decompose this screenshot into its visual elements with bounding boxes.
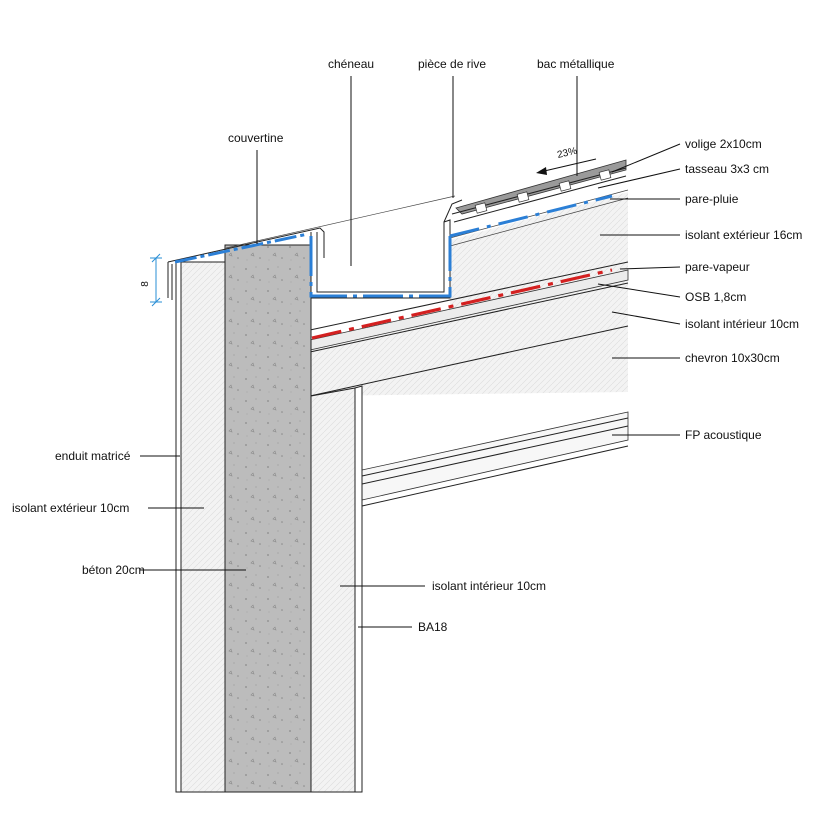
roof-insulation-interior	[310, 272, 628, 396]
label-volige: volige 2x10cm	[685, 137, 762, 151]
label-fp-acoustique: FP acoustique	[685, 428, 762, 442]
dimension-line	[150, 253, 162, 307]
wall-render	[175, 261, 182, 793]
leader-tasseau	[597, 168, 681, 189]
dimension-value: 8	[140, 281, 151, 287]
wall-concrete	[224, 244, 312, 793]
label-cheneau: chéneau	[328, 57, 374, 71]
slope-label: 23%	[556, 146, 578, 161]
leader-volige	[611, 143, 681, 173]
label-couvertine: couvertine	[228, 131, 284, 145]
fp-line-3	[361, 445, 629, 507]
roof-line-5	[449, 197, 629, 247]
label-bac-metallique: bac métallique	[537, 57, 615, 71]
slope-arrow	[539, 158, 597, 173]
tasseau-line	[453, 175, 627, 223]
leader-isolant-int-roof	[611, 311, 681, 325]
tasseau-2	[516, 191, 530, 203]
parapet-top-slope	[225, 195, 456, 249]
fp-line-1	[361, 417, 629, 477]
label-chevron: chevron 10x30cm	[685, 351, 780, 365]
label-enduit: enduit matricé	[55, 449, 131, 463]
tasseau-3	[558, 180, 572, 192]
tasseau-1	[474, 202, 488, 214]
wall-ba18	[354, 385, 363, 793]
label-pare-pluie: pare-pluie	[685, 192, 739, 206]
label-pare-vapeur: pare-vapeur	[685, 260, 750, 274]
wall-insulation-interior	[310, 387, 356, 793]
pare-vapeur-line	[311, 268, 613, 340]
piece-de-rive-flange	[443, 199, 463, 223]
pare-pluie-parapet	[174, 232, 309, 264]
leader-osb	[597, 283, 681, 298]
label-ba18: BA18	[418, 620, 448, 634]
roof-line-3	[309, 325, 629, 397]
label-isolant-int-roof: isolant intérieur 10cm	[685, 317, 799, 331]
label-piece-de-rive: pièce de rive	[418, 57, 486, 71]
leader-pare-vapeur	[619, 266, 681, 270]
chevron-lower-face	[361, 411, 629, 501]
label-beton: béton 20cm	[82, 563, 145, 577]
cheneau-box	[310, 219, 451, 299]
label-isolant-ext-10: isolant extérieur 10cm	[12, 501, 129, 515]
couvertine-shape	[167, 227, 325, 300]
wall-insulation-exterior	[180, 261, 226, 793]
label-isolant-int-wall: isolant intérieur 10cm	[432, 579, 546, 593]
label-tasseau: tasseau 3x3 cm	[685, 162, 769, 176]
roof-line-2	[309, 282, 629, 353]
pare-pluie-roof	[449, 194, 613, 238]
roof-line-1	[309, 261, 629, 331]
tasseau-4	[598, 169, 612, 181]
label-isolant-ext-16: isolant extérieur 16cm	[685, 228, 802, 242]
label-osb: OSB 1,8cm	[685, 290, 746, 304]
fp-line-2	[361, 425, 629, 485]
slope-arrowhead	[536, 167, 547, 175]
pare-pluie-cheneau	[309, 236, 452, 298]
